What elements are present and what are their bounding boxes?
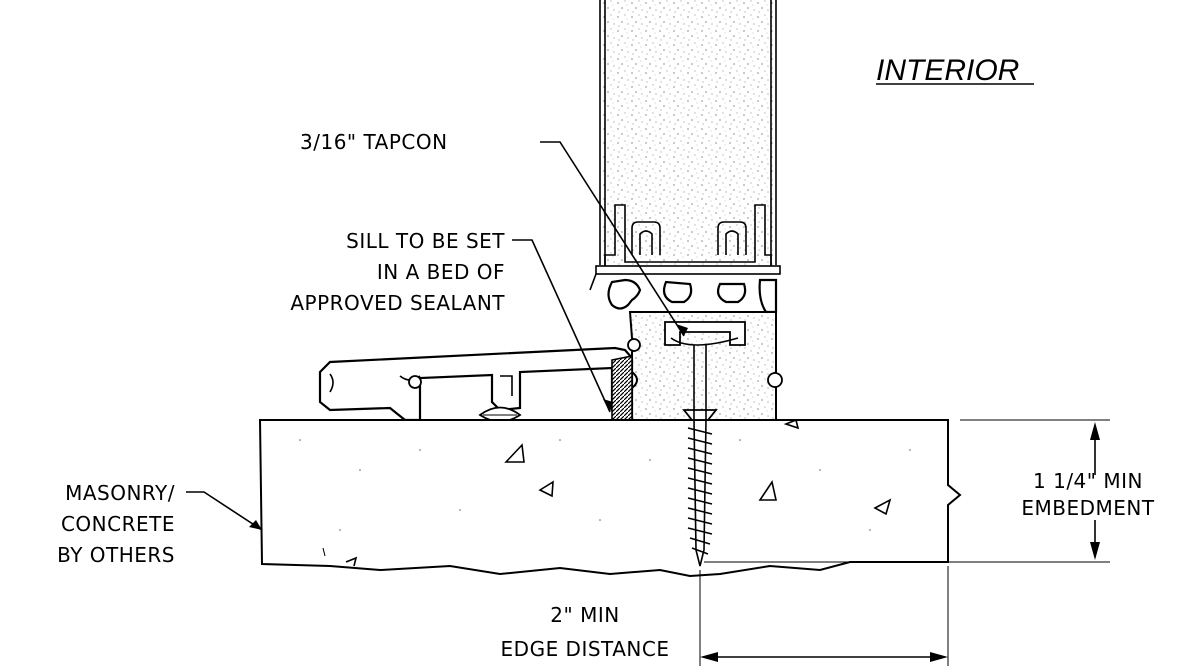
tapcon-screw (682, 345, 718, 567)
insulated-panel (599, 0, 777, 270)
edge-dimension (699, 566, 949, 666)
concrete-substrate (258, 418, 962, 578)
edge-label-line1: 2" MIN (550, 603, 619, 627)
embedment-label-line2: EMBEDMENT (1021, 496, 1155, 520)
embedment-dimension (704, 419, 1110, 563)
sill-label-line3: APPROVED SEALANT (290, 291, 505, 315)
tapcon-label: 3/16" TAPCON (300, 130, 448, 154)
labels: INTERIOR 3/16" TAPCON SILL TO BE SET IN … (57, 54, 1155, 661)
sill-label-line1: SILL TO BE SET (346, 229, 505, 253)
masonry-label-line2: CONCRETE (61, 512, 175, 536)
edge-label-line2: EDGE DISTANCE (501, 637, 670, 661)
leader-lines (186, 141, 688, 531)
sill-label-line2: IN A BED OF (377, 260, 505, 284)
gasket-profiles (607, 278, 778, 314)
masonry-label-line1: MASONRY/ (65, 481, 175, 505)
sill-receptor (627, 311, 783, 421)
interior-title: INTERIOR (876, 54, 1019, 87)
sloped-sill (318, 346, 634, 423)
embedment-label-line1: 1 1/4" MIN (1033, 469, 1143, 493)
panel-channel (589, 204, 781, 291)
masonry-label-line3: BY OTHERS (57, 543, 175, 567)
